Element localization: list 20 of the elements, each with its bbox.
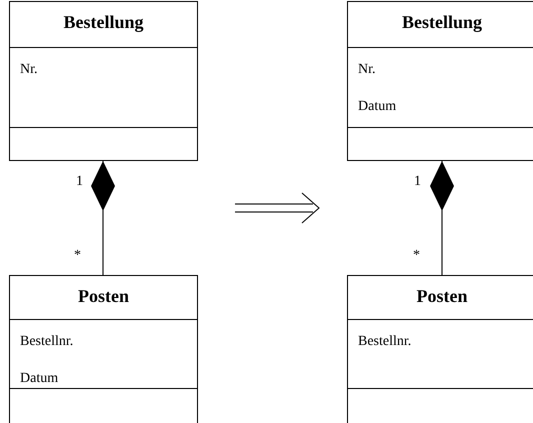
multiplicity: 1: [414, 174, 421, 190]
multiplicity: *: [413, 248, 420, 264]
multiplicity: 1: [76, 174, 83, 190]
composition-line: [91, 160, 115, 276]
attribute: Nr.: [20, 62, 38, 78]
attribute: Bestellnr.: [20, 334, 74, 350]
class-box: [9, 1, 198, 161]
attribute: Datum: [358, 99, 396, 115]
class-name: Bestellung: [400, 12, 483, 33]
composition-line: [430, 160, 454, 276]
multiplicity: *: [74, 248, 81, 264]
class-box: [9, 275, 198, 423]
attribute: Nr.: [358, 62, 376, 78]
class-box: [347, 275, 533, 423]
class-name: Posten: [77, 286, 130, 307]
class-box: [347, 1, 533, 161]
attribute: Datum: [20, 371, 58, 387]
class-name: Bestellung: [62, 12, 144, 33]
class-name: Posten: [416, 286, 468, 307]
attribute: Bestellnr.: [358, 334, 412, 350]
